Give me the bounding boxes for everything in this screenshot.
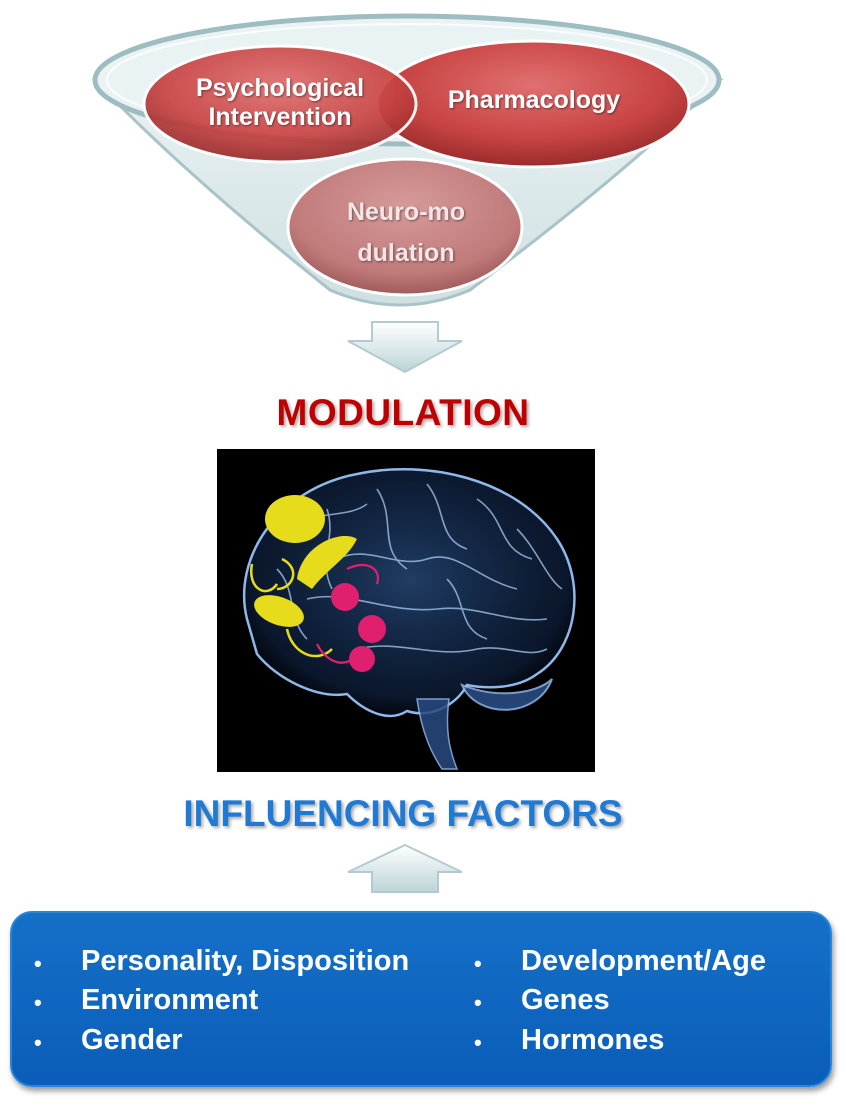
bullet-icon: • [34, 1030, 42, 1055]
up-arrow-icon [347, 843, 463, 893]
cerebellum [460, 678, 553, 711]
oval-label-pharmacology: Pharmacology [447, 86, 621, 114]
bullet-icon: • [34, 951, 42, 976]
gyri-lines [276, 483, 563, 654]
highlight-yellow-1 [265, 495, 325, 543]
factor-genes: Genes [521, 984, 610, 1016]
factors-box: • Personality, Disposition • Environment… [10, 911, 832, 1087]
modulation-title: MODULATION [276, 392, 530, 433]
brainstem [416, 698, 459, 770]
factor-personality: Personality, Disposition [81, 945, 410, 977]
factor-gender: Gender [81, 1024, 183, 1056]
bullet-icon: • [474, 1030, 482, 1055]
highlight-pink-1 [331, 583, 359, 611]
oval-label-neuromodulation: Neuro-modulation [300, 192, 512, 275]
factor-environment: Environment [81, 984, 259, 1016]
bullet-icon: • [474, 990, 482, 1015]
highlight-yellow-2 [297, 535, 357, 589]
factor-development-age: Development/Age [521, 945, 766, 977]
bullet-icon: • [34, 990, 42, 1015]
oval-psychological-intervention [142, 44, 418, 164]
oval-neuromodulation [286, 157, 524, 297]
oval-label-neuromodulation-text: Neuro-modulation [346, 198, 466, 268]
highlight-pink-2 [358, 615, 386, 643]
pink-cycle-arrows [316, 563, 380, 664]
highlight-yellow-3 [254, 595, 304, 627]
oval-label-psychological-intervention: Psychological Intervention [195, 74, 365, 131]
highlight-pink-3 [349, 646, 375, 672]
yellow-cycle-arrows [249, 557, 333, 658]
down-arrow-icon [347, 321, 463, 374]
brain-image [217, 449, 595, 772]
brain-illustration [242, 468, 576, 770]
factor-hormones: Hormones [521, 1024, 665, 1056]
bullet-icon: • [474, 951, 482, 976]
influencing-factors-title: INFLUENCING FACTORS [183, 793, 623, 834]
